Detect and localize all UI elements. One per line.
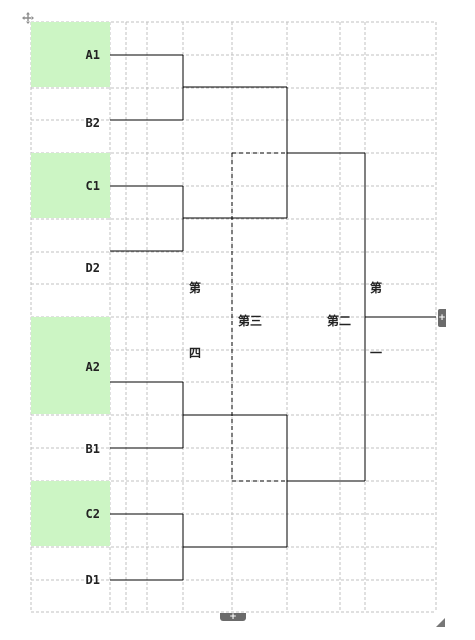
move-cross-icon[interactable]	[22, 12, 34, 24]
team-cell-b1[interactable]: B1	[31, 415, 110, 480]
add-row-handle[interactable]: +	[220, 612, 246, 622]
first-place-label-top: 第	[370, 281, 383, 295]
bracket-lines	[110, 54, 436, 581]
fourth-place-label-top: 第	[189, 281, 202, 295]
team-cell-d1[interactable]: D1	[31, 547, 110, 612]
add-column-handle[interactable]: +	[438, 309, 446, 327]
second-place-label: 第二	[327, 314, 352, 328]
team-cell-d2[interactable]: D2	[31, 219, 110, 316]
first-place-label-bottom: 一	[370, 346, 383, 360]
move-cross-icon-shape	[22, 12, 34, 24]
team-label: A2	[85, 360, 100, 374]
team-label: B2	[85, 116, 100, 130]
plus-icon: +	[229, 612, 237, 622]
team-label: D2	[85, 260, 100, 275]
team-cell-a1[interactable]: A1	[31, 22, 110, 87]
team-cell-c1[interactable]: C1	[31, 153, 110, 218]
resize-corner-shape	[436, 618, 445, 627]
plus-icon: +	[438, 313, 446, 323]
team-label: B1	[85, 442, 100, 456]
team-label: A1	[85, 47, 100, 62]
third-place-label: 第三	[238, 314, 263, 328]
fourth-place-label-bottom: 四	[189, 346, 202, 360]
resize-corner-icon[interactable]	[436, 612, 445, 627]
team-cell-a2[interactable]: A2	[31, 317, 110, 414]
team-label: D1	[85, 572, 100, 587]
team-cell-b2[interactable]: B2	[31, 88, 110, 152]
team-label: C1	[85, 178, 100, 193]
team-label: C2	[85, 506, 100, 521]
team-cell-c2[interactable]: C2	[31, 481, 110, 546]
